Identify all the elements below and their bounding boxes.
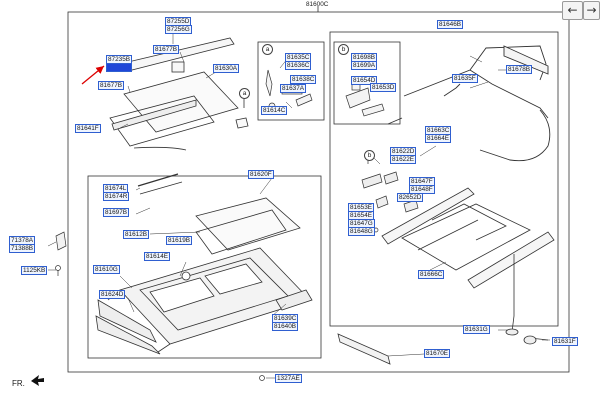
glass-panel-drawing	[109, 71, 249, 151]
detail-b-box	[333, 41, 401, 125]
detail-a-tag: a	[262, 44, 273, 55]
part-label-81619B[interactable]: 81619B	[166, 236, 193, 245]
bracket-drawing	[337, 333, 391, 365]
sunshade-drawing	[195, 197, 301, 255]
part-label-81624D[interactable]: 81624D	[99, 290, 126, 299]
part-label-81678B[interactable]: 81678B	[506, 65, 533, 74]
part-label-81610G[interactable]: 81610G	[93, 265, 120, 274]
part-label-1125KB[interactable]: 1125KB	[21, 266, 48, 275]
part-label-82652D[interactable]: 82652D	[397, 193, 424, 202]
part-label-1327AE[interactable]: 1327AE	[275, 374, 302, 383]
part-label-81654D[interactable]: 81654D	[351, 76, 378, 85]
part-label-81631F[interactable]: 81631F	[552, 337, 578, 346]
back-button[interactable]: ←	[562, 1, 583, 20]
part-label-81697B[interactable]: 81697B	[103, 208, 130, 217]
part-label-81622E[interactable]: 81622E	[390, 155, 417, 164]
seal-strip-drawing	[137, 173, 183, 195]
part-label-81637A[interactable]: 81637A	[280, 84, 307, 93]
assembly-frame	[67, 11, 570, 373]
front-direction-icon	[31, 375, 44, 386]
part-label-87256G[interactable]: 87256G	[165, 25, 192, 34]
detail-b-tag: b	[338, 44, 349, 55]
part-label-81638C[interactable]: 81638C	[290, 75, 317, 84]
part-label-81646B[interactable]: 81646B	[437, 20, 464, 29]
part-label-81664E[interactable]: 81664E	[425, 134, 452, 143]
part-label-81699A[interactable]: 81699A	[351, 61, 378, 70]
front-direction-label: FR.	[12, 379, 25, 388]
part-label-81648G[interactable]: 81648G	[348, 227, 375, 236]
part-label-81614C[interactable]: 81614C	[261, 106, 288, 115]
part-label-71388B[interactable]: 71388B	[9, 244, 36, 253]
drive-cable-drawing	[387, 45, 551, 162]
detail-b-parts	[345, 83, 385, 117]
part-label-81612B[interactable]: 81612B	[123, 230, 150, 239]
part-label-81614E[interactable]: 81614E	[144, 252, 171, 261]
part-label-81640B[interactable]: 81640B	[272, 322, 299, 331]
drive-assembly-box	[329, 31, 559, 327]
forward-button[interactable]: →	[583, 1, 600, 20]
part-label-81636C[interactable]: 81636C	[285, 61, 312, 70]
part-label-81631G[interactable]: 81631G	[463, 325, 490, 334]
callout-arrow	[81, 65, 105, 85]
drain-hose-drawing	[505, 254, 549, 345]
detail-a-box	[257, 41, 325, 121]
part-label-81653D[interactable]: 81653D	[370, 83, 397, 92]
fasteners-drawing	[361, 151, 419, 233]
part-label-81635F[interactable]: 81635F	[452, 74, 478, 83]
part-label-81677B-top[interactable]: 81677B	[153, 45, 180, 54]
frame-assembly-box	[87, 175, 322, 359]
clip-drawing	[55, 231, 67, 276]
main-frame-drawing	[95, 247, 313, 355]
part-label-81641F[interactable]: 81641F	[75, 124, 101, 133]
bolt-drawing	[259, 375, 265, 381]
part-label-81630A[interactable]: 81630A	[213, 64, 240, 73]
assembly-label: 81600C	[306, 1, 329, 8]
detail-b-reference-tag: b	[364, 150, 375, 161]
part-label-81666C[interactable]: 81666C	[418, 270, 445, 279]
part-label-81677B-left[interactable]: 81677B	[98, 81, 125, 90]
part-label-81620F[interactable]: 81620F	[248, 170, 274, 179]
detail-a-reference-tag: a	[239, 88, 250, 99]
sunshade-rails-drawing	[381, 187, 555, 289]
part-label-81670E[interactable]: 81670E	[424, 349, 451, 358]
part-label-87236B-selected[interactable]: 87236B	[106, 63, 133, 72]
part-label-81674R[interactable]: 81674R	[103, 192, 130, 201]
